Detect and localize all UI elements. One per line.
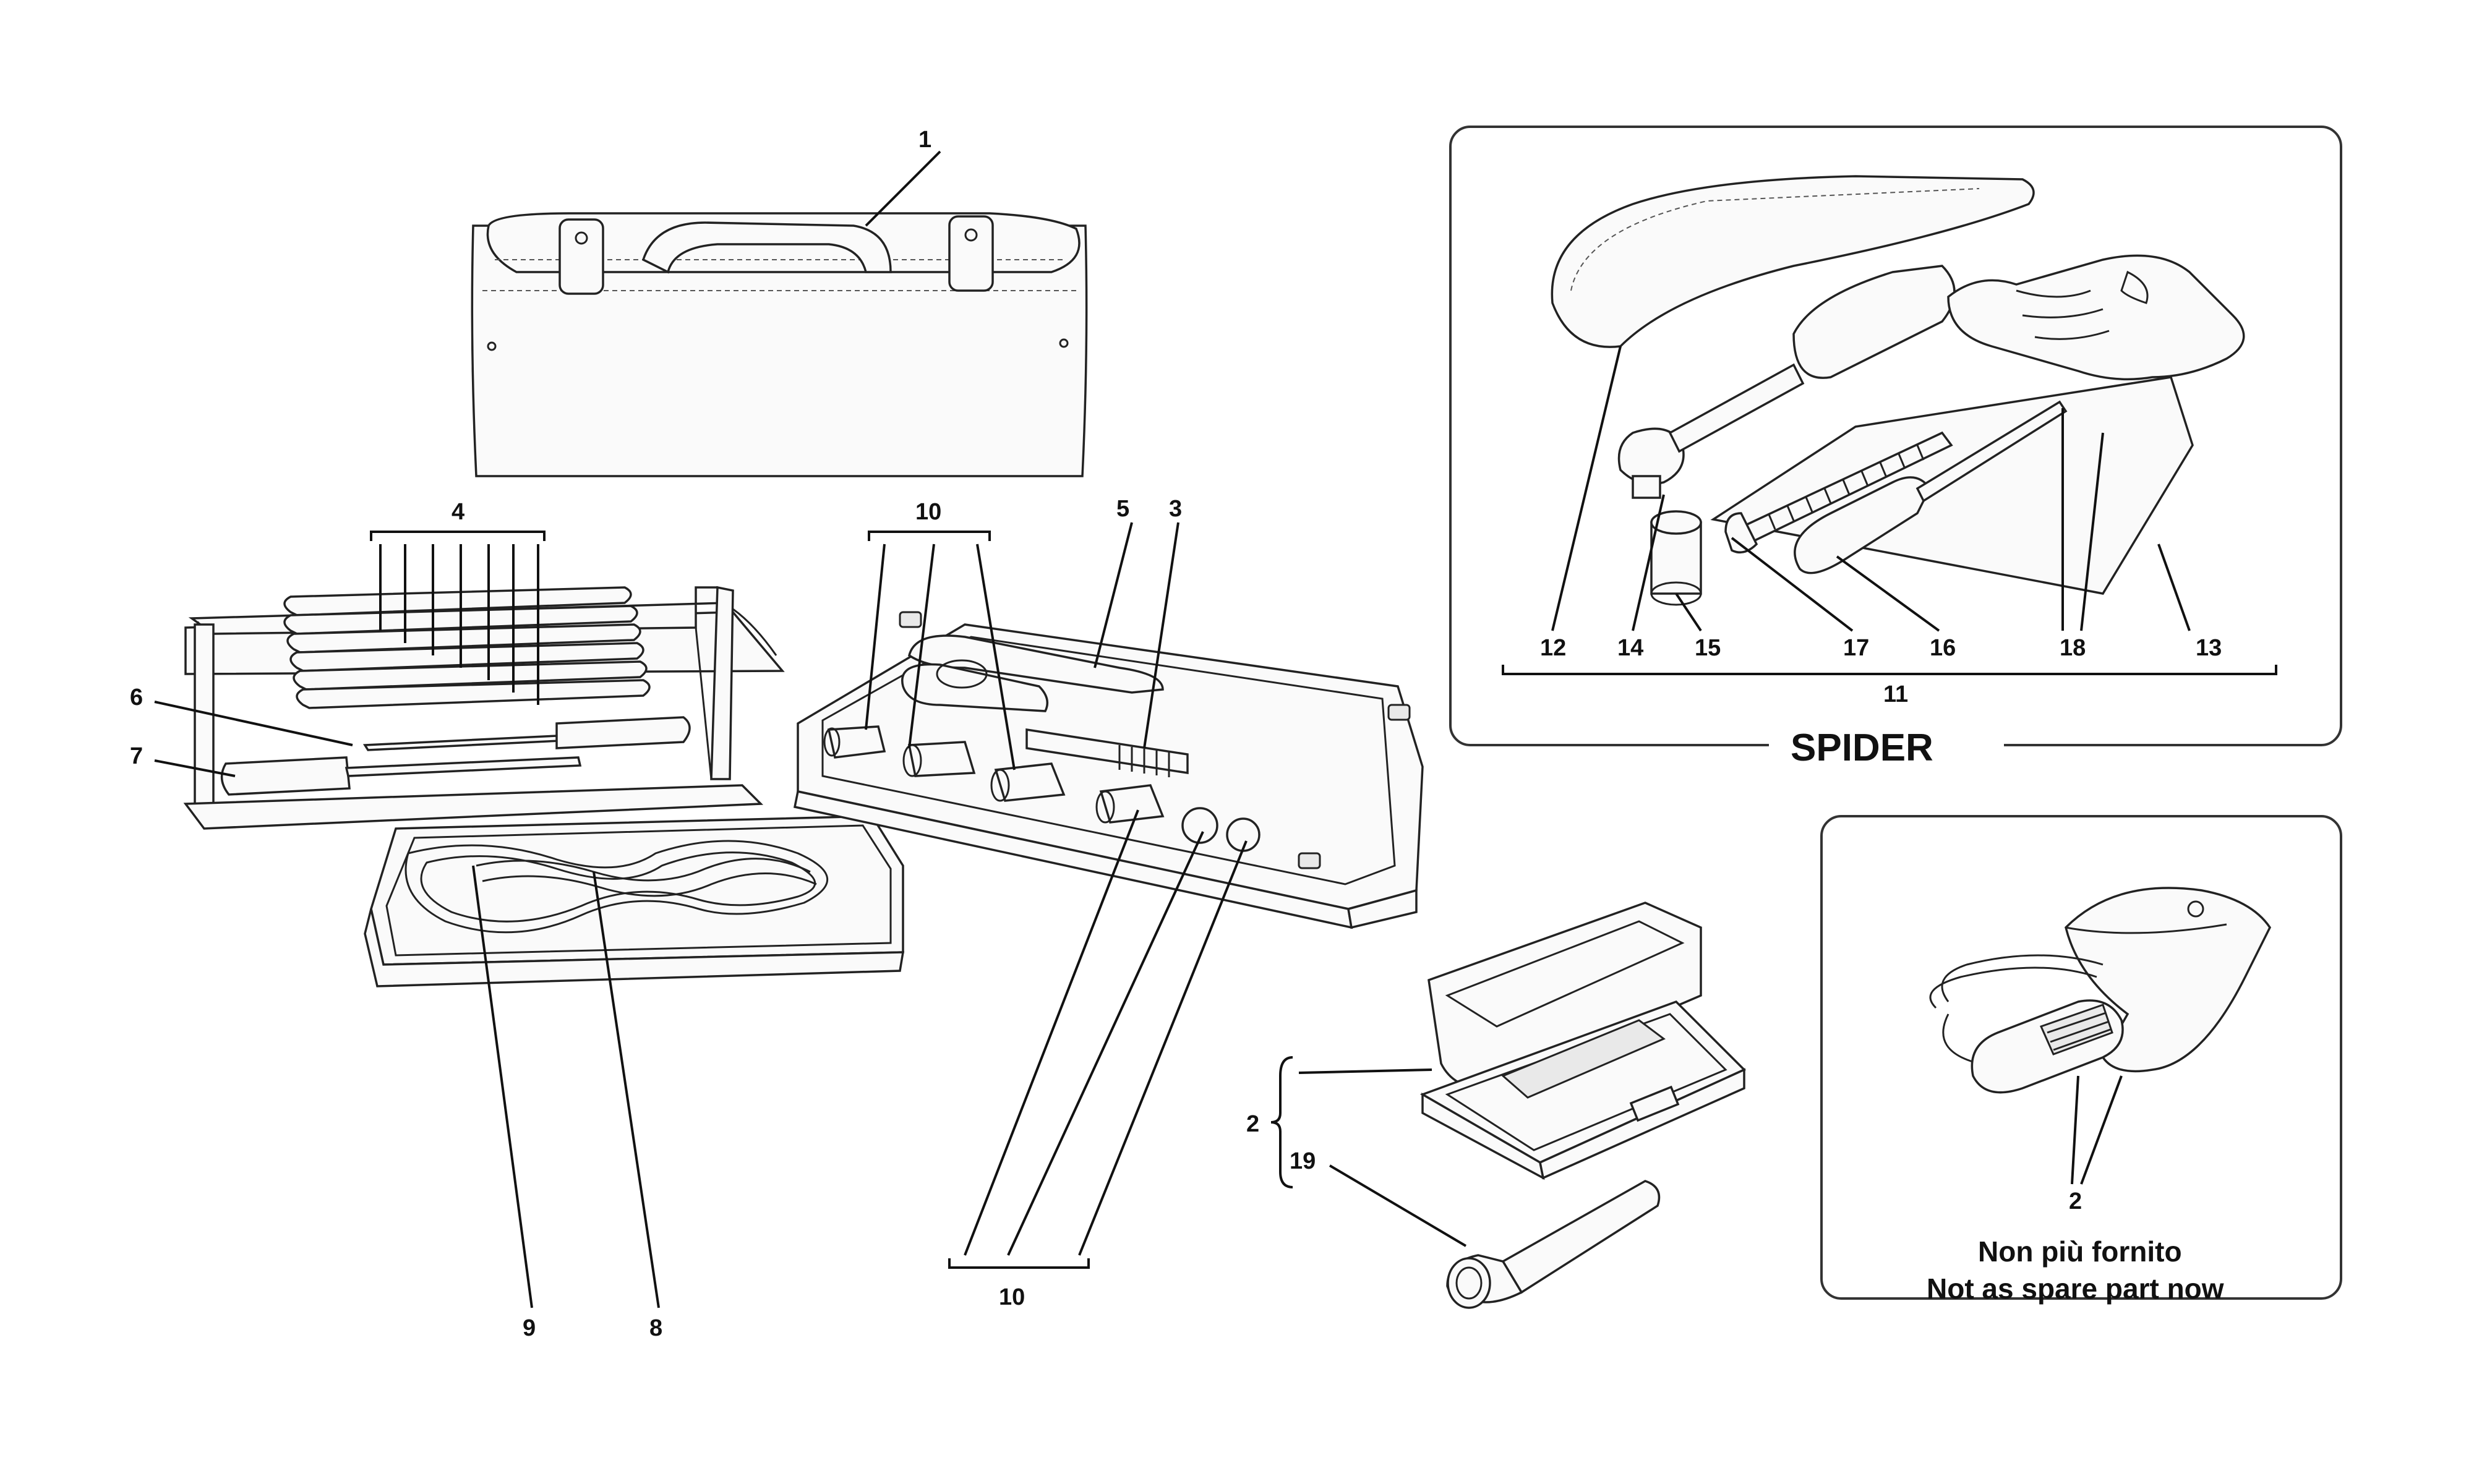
- callout-5: 5: [1116, 496, 1129, 522]
- socket-icon: [1095, 784, 1165, 824]
- ratchet-icon: [1617, 265, 1956, 499]
- note-english: Not as spare part now: [1927, 1273, 2224, 1305]
- wrench-set-icon: [283, 586, 651, 709]
- callout-10-top: 10: [915, 499, 941, 525]
- spider-kit-illustration: [1551, 175, 2245, 606]
- glove-icon: [1947, 254, 2245, 381]
- callout-2: 2: [1246, 1111, 1259, 1137]
- callout-4: 4: [452, 499, 464, 525]
- callout-3: 3: [1169, 496, 1182, 522]
- bit-icon: [1025, 728, 1189, 777]
- mat-13: [1710, 376, 2194, 595]
- callout-12: 12: [1540, 635, 1566, 661]
- socket-tray-illustration: [793, 611, 1424, 929]
- callout-10-bottom: 10: [999, 1284, 1025, 1310]
- pliers-icon: [901, 634, 1164, 712]
- discontinued-panel: [1820, 815, 2342, 1300]
- callout-18: 18: [2060, 635, 2086, 661]
- callout-leaders: [154, 150, 1248, 1308]
- torch-illustration: [1446, 1180, 1661, 1309]
- spider-title-bg: [1769, 723, 2004, 773]
- pouch-12: [1551, 175, 2035, 348]
- screwdriver-icon: [220, 756, 582, 796]
- socket-icon: [902, 741, 976, 777]
- leader-lines: [1551, 346, 2191, 632]
- socket-15-icon: [1650, 510, 1702, 606]
- spider-title: SPIDER: [1791, 727, 1933, 769]
- callout-7: 7: [130, 743, 143, 769]
- callout-16: 16: [1930, 635, 1956, 661]
- callout-1: 1: [918, 127, 931, 153]
- callout-11: 11: [1883, 681, 1908, 707]
- callout-15: 15: [1695, 635, 1721, 661]
- bracket-2-19: [1270, 1056, 1293, 1188]
- callout-9: 9: [523, 1315, 536, 1341]
- socket-icon: [823, 725, 886, 759]
- tool-bag-illustration: [471, 212, 1088, 477]
- bracket-11: [1502, 665, 2277, 675]
- note-italian: Non più fornito: [1978, 1235, 2182, 1268]
- callout-14: 14: [1617, 635, 1643, 661]
- strap-tray-illustration: [364, 815, 905, 987]
- leader-lines: [2071, 1075, 2123, 1185]
- charger-illustration: [1929, 887, 2272, 1094]
- disc-icon: [1181, 807, 1218, 844]
- socket-icon: [990, 762, 1066, 802]
- callout-8: 8: [649, 1315, 662, 1341]
- kit-case-illustration: [1419, 902, 1747, 1180]
- screwdriver-16-icon: [1794, 400, 2068, 574]
- bolt-17-icon: [1724, 431, 1953, 554]
- callout-13: 13: [2196, 635, 2222, 661]
- callout-19: 19: [1290, 1148, 1316, 1174]
- screwdriver-icon: [362, 716, 691, 751]
- callout-2-charger: 2: [2069, 1188, 2082, 1214]
- wrench-tray-illustration: [183, 586, 785, 830]
- callout-6: 6: [130, 684, 143, 710]
- callout-17: 17: [1843, 635, 1869, 661]
- leader-lines: [1298, 1068, 1467, 1247]
